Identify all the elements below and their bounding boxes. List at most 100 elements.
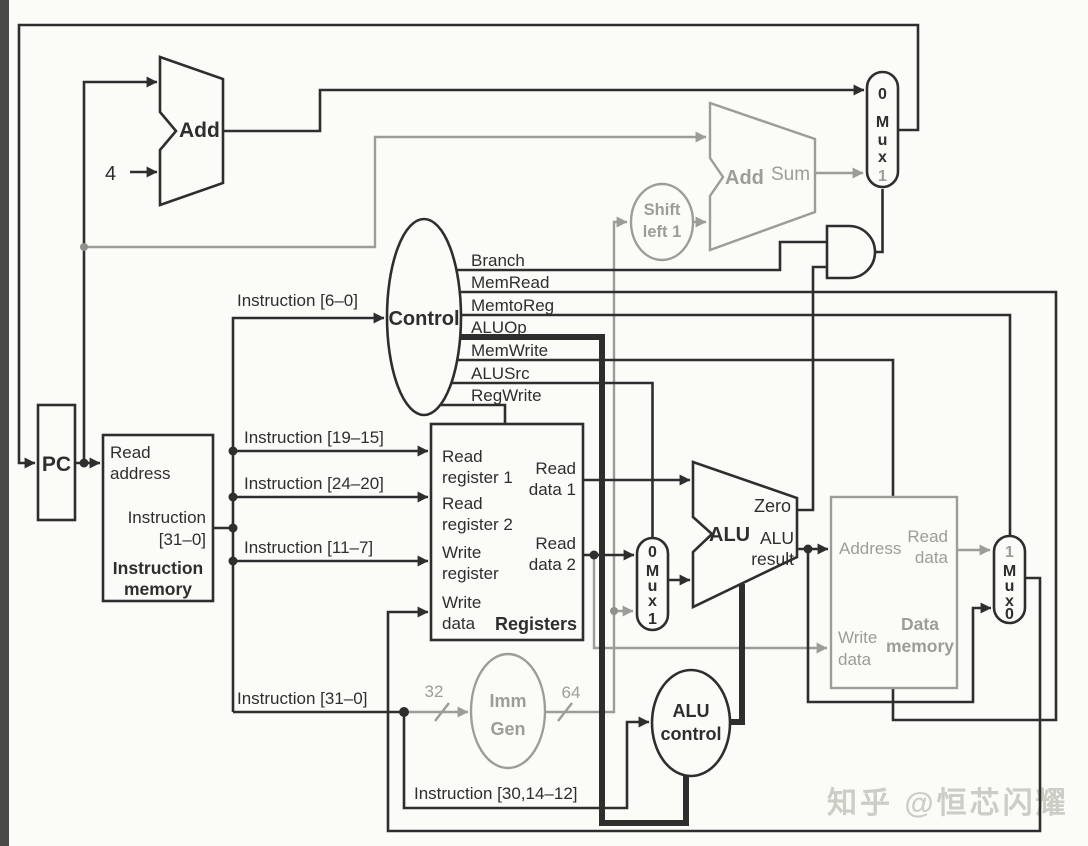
imm-gen-oval [469,652,547,770]
wire-memtoreg [461,313,1012,536]
watermark-text: 知乎 @恒芯闪耀 [827,787,1069,820]
junction-dot [589,550,599,560]
wire-instr-bus-and-opcode [231,312,385,712]
alu-control-label2: control [661,724,722,744]
signal-memtoreg: MemtoReg [471,296,554,315]
registers-name: Registers [495,614,577,634]
pcsrc-mux-0: 0 [878,86,887,103]
signal-memwrite: MemWrite [471,341,548,360]
wire-branch-to-and [456,240,827,272]
wire-aluop [460,334,689,826]
alusrc-mux-x: x [648,593,657,610]
signal-regwrite: RegWrite [471,386,542,405]
alu-label: ALU [709,524,750,546]
pc-adder-label: Add [179,119,220,142]
pc-adder-shape [158,55,225,207]
shift-left-label2: left 1 [643,223,682,241]
instr-field-6-0: Instruction [6–0] [237,291,358,310]
memtoreg-mux-0: 0 [1005,606,1014,623]
alusrc-mux-0: 0 [648,544,657,561]
bus-width-slash-32 [434,702,450,722]
memtoreg-mux-m: M [1003,563,1016,580]
scan-border [0,0,9,846]
branch-adder-sum-label: Sum [771,164,810,185]
bus-width-64: 64 [562,683,581,702]
bus-width-slash-64 [557,702,573,722]
imm-gen-label: Imm [489,691,526,711]
wire-and-to-muxselect [875,189,884,254]
control-oval [385,217,463,417]
wire-regwrite [440,403,507,424]
bus-width-32: 32 [425,682,444,701]
alusrc-mux-1: 1 [648,611,657,628]
registers-block [429,422,585,642]
imem-name: Instruction [113,558,203,578]
memtoreg-mux [992,534,1027,625]
imem-read-address-label: Read [110,443,151,462]
imem-name2: memory [124,579,192,599]
junction-dot [79,458,89,468]
reg-readdata2: Read [535,534,576,553]
junction-dot [399,707,409,717]
const-4-label: 4 [105,163,116,185]
memtoreg-mux-1: 1 [1005,544,1014,561]
wire-memread [460,290,1058,722]
wire-alucontrol-to-alu [730,584,745,725]
reg-readdata1-2: data 1 [529,480,576,499]
shift-left-oval [629,182,695,262]
alu-control-label: ALU [673,701,710,721]
wire-pcplus4-to-mux [223,84,865,133]
alu-control-oval [650,668,732,778]
dm-writedata-label: Write [838,628,877,647]
pcsrc-mux-m: M [876,114,889,131]
wire-pc-to-add4 [82,76,158,463]
data-memory-name: Data [901,614,939,634]
reg-readreg2-2: register 2 [442,515,513,534]
alu-result-label: ALU [760,528,794,548]
junction-dot [228,523,238,533]
pcsrc-mux-x: x [878,149,887,166]
signal-memread: MemRead [471,273,549,292]
instr-field-24-20: Instruction [24–20] [244,474,384,493]
instr-field-31-0: Instruction [31–0] [237,689,367,708]
wire-aluresult-bypass [806,549,992,704]
alu-result-label2: result [751,549,794,569]
data-memory-name2: memory [886,636,954,656]
wire-zero-to-and [797,265,827,512]
pc-block [36,403,77,522]
reg-readreg1: Read [442,447,483,466]
pcsrc-mux-1: 1 [878,168,887,185]
shift-left-label: Shift [644,201,681,219]
wire-instr-30-14-12 [402,712,650,810]
dm-writedata-label2: data [838,650,872,669]
wire-pc-feedback [17,23,920,469]
instr-field-19-15: Instruction [19–15] [244,428,384,447]
instruction-memory-block [101,433,215,603]
pcsrc-mux-u: u [878,132,888,149]
pc-label: PC [42,453,71,476]
memtoreg-mux-u: u [1005,578,1015,595]
signal-branch: Branch [471,251,525,270]
data-memory-block [829,495,959,690]
wire-immgen-to-shift [545,216,628,714]
junction-dot-gray [610,607,618,615]
imem-read-address-label2: address [110,464,170,483]
reg-readreg2: Read [442,494,483,513]
branch-adder-label: Add [725,167,764,189]
dm-address-label: Address [839,539,901,558]
alusrc-mux-u: u [648,578,658,595]
pcsrc-mux [865,70,900,189]
reg-writedata: Write [442,593,481,612]
reg-readreg1-2: register 1 [442,468,513,487]
reg-writedata-2: data [442,614,476,633]
alusrc-mux-m: M [646,563,659,580]
reg-readdata2-2: data 2 [529,555,576,574]
memtoreg-mux-x: x [1005,593,1014,610]
alu-zero-label: Zero [754,496,791,516]
imem-out-label: Instruction [128,508,206,527]
junction-dot [228,556,238,566]
reg-writereg: Write [442,543,481,562]
junction-dot [228,446,238,456]
